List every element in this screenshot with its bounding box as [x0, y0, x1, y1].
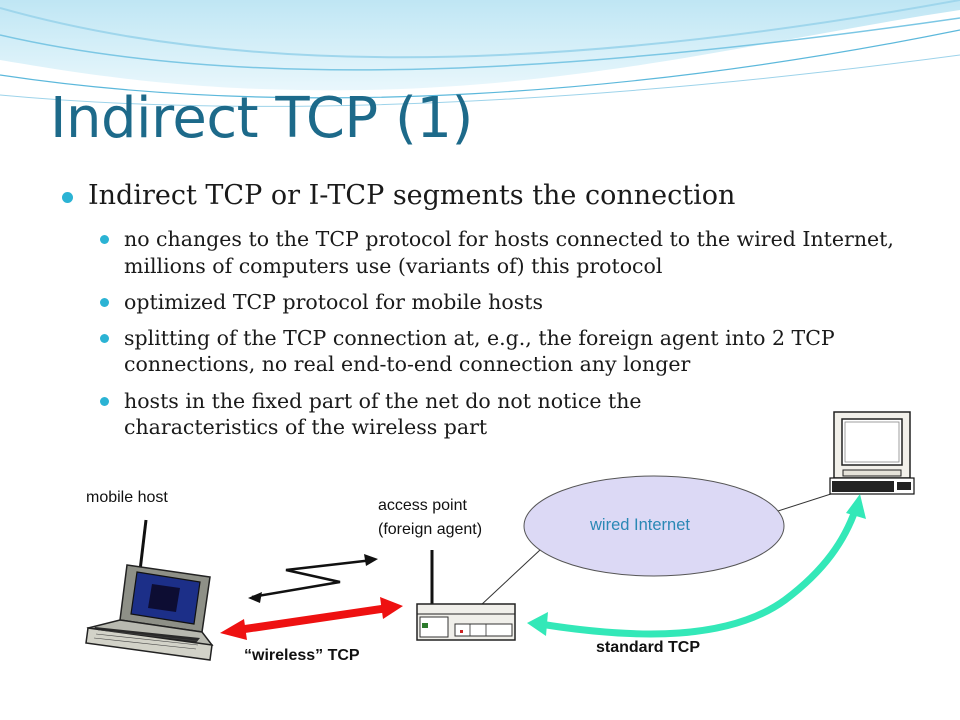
wireless-tcp-arrow — [220, 597, 403, 640]
wireless-signal-icon — [251, 558, 374, 599]
wired-internet-label: wired Internet — [590, 516, 690, 534]
access-point-router-icon — [416, 550, 516, 641]
page-title: Indirect TCP (1) — [50, 86, 473, 151]
mobile-host-laptop-icon — [85, 519, 214, 661]
foreign-agent-label: (foreign agent) — [378, 521, 483, 538]
standard-tcp-arrow — [527, 494, 866, 638]
fixed-host-computer-icon — [829, 411, 915, 495]
main-bullet: Indirect TCP or I-TCP segments the conne… — [60, 180, 940, 212]
wired-internet-cloud — [523, 475, 785, 577]
wired-link-line — [479, 549, 541, 607]
sub-bullet-list: no changes to the TCP protocol for hosts… — [98, 226, 940, 440]
sub-bullet-text: hosts in the fixed part of the net do no… — [124, 388, 642, 439]
sub-bullet-text: no changes to the TCP protocol for hosts… — [124, 227, 894, 278]
bullet-dot-icon — [100, 396, 109, 406]
sub-bullet: hosts in the fixed part of the net do no… — [98, 388, 940, 440]
bullet-dot-icon — [100, 235, 109, 245]
standard-tcp-label: standard TCP — [596, 639, 701, 656]
bullet-dot-icon — [62, 192, 73, 203]
sub-bullet-text: splitting of the TCP connection at, e.g.… — [124, 326, 835, 377]
bullet-dot-icon — [100, 297, 109, 307]
access-point-label: access point — [378, 497, 467, 514]
sub-bullet: optimized TCP protocol for mobile hosts — [98, 289, 940, 315]
main-bullet-text: Indirect TCP or I-TCP segments the conne… — [88, 180, 736, 211]
wireless-tcp-label: “wireless” TCP — [244, 647, 360, 664]
sub-bullet-text: optimized TCP protocol for mobile hosts — [124, 289, 543, 314]
mobile-host-label: mobile host — [86, 489, 168, 506]
sub-bullet: no changes to the TCP protocol for hosts… — [98, 226, 940, 278]
sub-bullet: splitting of the TCP connection at, e.g.… — [98, 325, 940, 377]
bullet-dot-icon — [100, 334, 109, 344]
bullet-list: Indirect TCP or I-TCP segments the conne… — [60, 180, 940, 450]
